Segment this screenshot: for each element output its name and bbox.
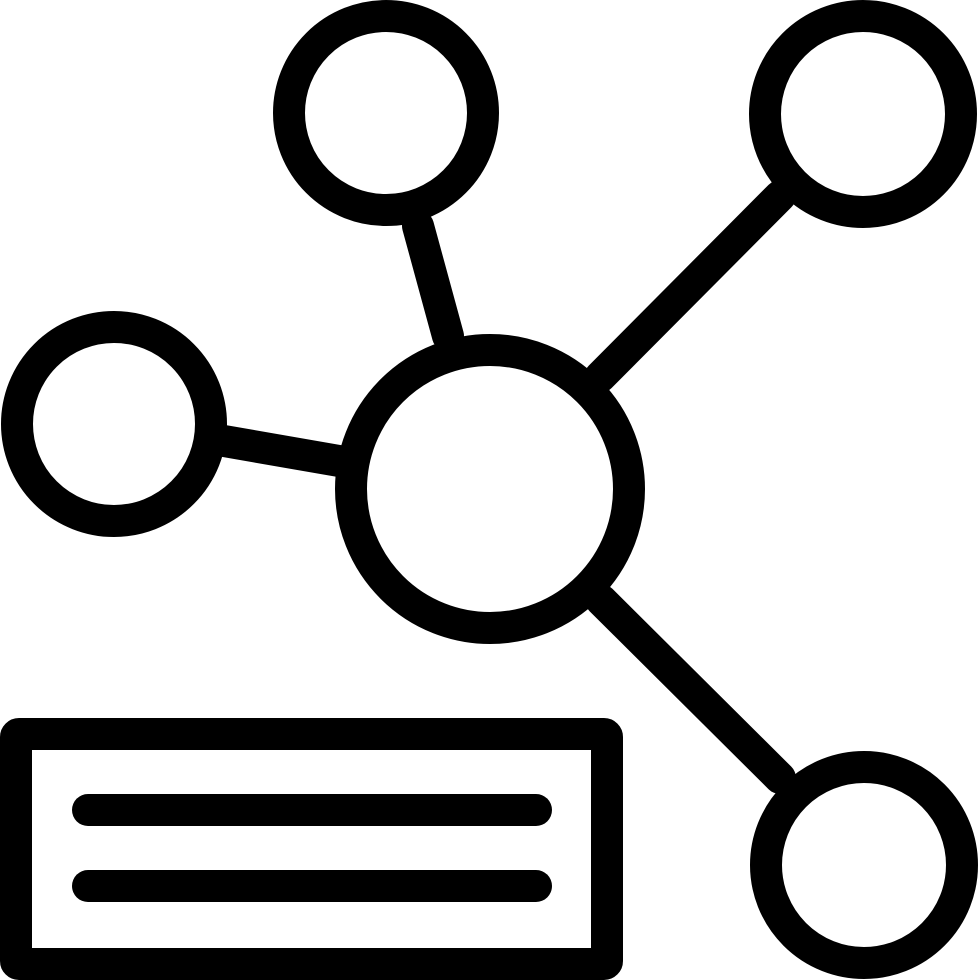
connector-top-node (402, 210, 464, 352)
bottom-right-node (750, 751, 978, 979)
top-right-node (749, 0, 977, 228)
document-box (0, 718, 623, 980)
central-node (335, 334, 645, 644)
connector-bottom-right-node (585, 584, 796, 794)
connector-left-node (208, 425, 355, 477)
document-frame (0, 718, 623, 980)
connector-top-right-node (584, 180, 796, 393)
left-node (1, 311, 227, 537)
node-connectors (208, 180, 796, 794)
top-node (273, 0, 499, 226)
